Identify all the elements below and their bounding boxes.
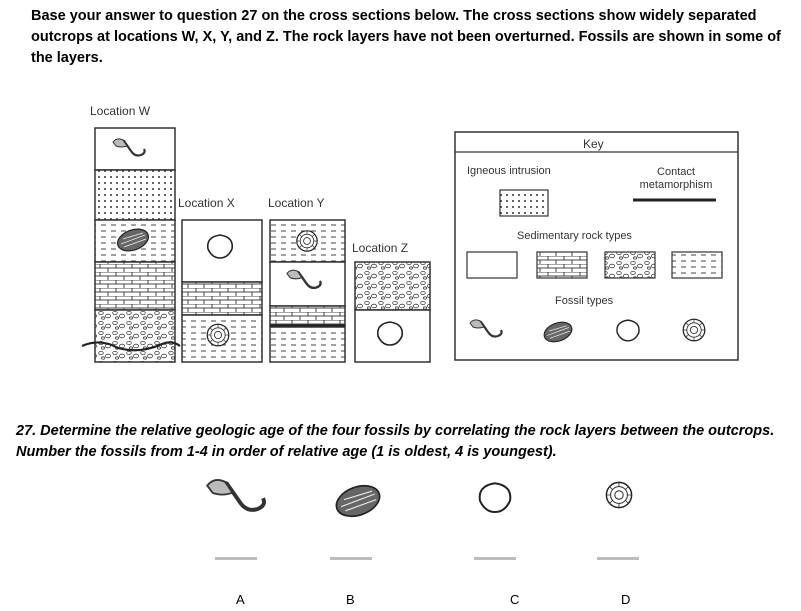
answer-letter-a: A <box>236 592 245 607</box>
column-location-z <box>354 261 431 363</box>
key-fossil-label: Fossil types <box>555 295 614 307</box>
answer-blank-c[interactable] <box>474 557 516 560</box>
key-title: Key <box>583 137 604 151</box>
answer-blank-a[interactable] <box>215 557 257 560</box>
label-location-y: Location Y <box>268 196 325 210</box>
column-location-y <box>269 219 346 363</box>
answer-blank-b[interactable] <box>330 557 372 560</box>
answer-fossils <box>207 480 633 522</box>
column-location-x <box>181 219 263 363</box>
key-contact-label: Contact metamorphism <box>639 166 713 191</box>
answer-blank-d[interactable] <box>597 557 639 560</box>
key-box <box>454 131 739 361</box>
column-location-w <box>81 127 181 363</box>
label-location-z: Location Z <box>352 241 409 255</box>
key-sedimentary-label: Sedimentary rock types <box>517 230 632 242</box>
intro-text: Base your answer to question 27 on the c… <box>31 8 781 66</box>
answer-letter-c: C <box>510 592 520 607</box>
answer-letter-b: B <box>346 592 355 607</box>
answer-letter-d: D <box>621 592 631 607</box>
question-text: 27. Determine the relative geologic age … <box>16 423 775 460</box>
label-location-x: Location X <box>178 196 235 210</box>
label-location-w: Location W <box>90 104 151 118</box>
key-igneous-label: Igneous intrusion <box>467 165 551 177</box>
